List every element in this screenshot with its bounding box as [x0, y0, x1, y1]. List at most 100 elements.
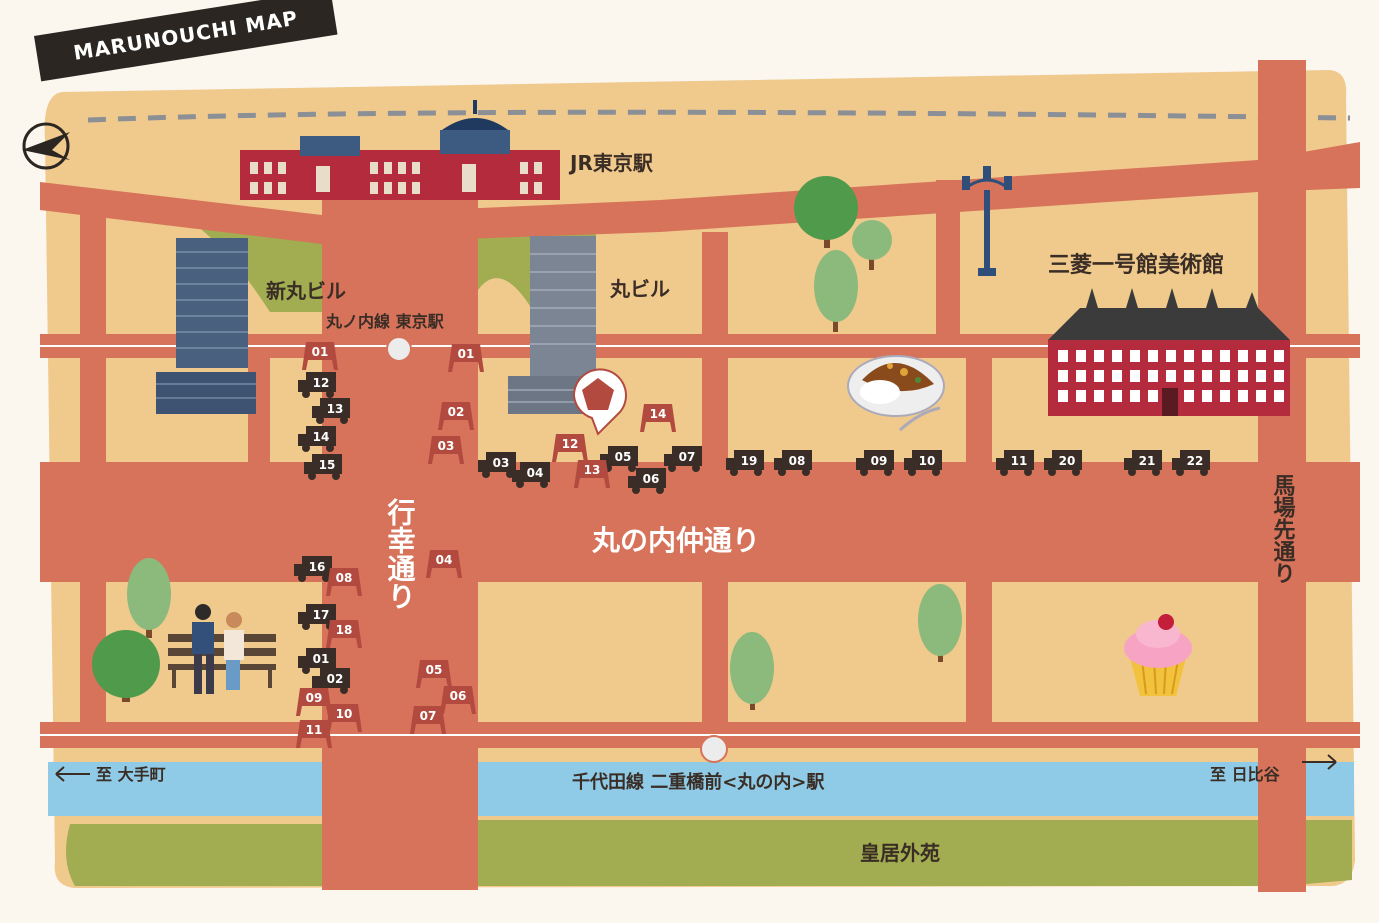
kitchen-car-sign-icon: 06: [440, 686, 476, 714]
food-truck-icon: 16: [294, 556, 332, 582]
kitchen-car-sign-icon: 18: [326, 620, 362, 648]
sign-number: 02: [448, 405, 465, 419]
truck-number: 08: [789, 454, 806, 468]
cupcake-icon: [1124, 614, 1192, 696]
kitchen-car-sign-icon: 12: [552, 434, 588, 462]
food-truck-icon: 09: [856, 450, 894, 476]
food-truck-icon: 17: [298, 604, 336, 630]
label-kokyo: 皇居外苑: [860, 841, 940, 865]
food-truck-layer: 12 13 14 15 03 04 05 06 07 19 08 09 10 11 20 21 22 16 17 01…: [294, 372, 1210, 694]
food-truck-icon: 21: [1124, 450, 1162, 476]
direction-right: 至 日比谷: [1210, 754, 1337, 784]
shop-marker-icon: [572, 368, 627, 436]
moat-river-east: [478, 762, 1258, 816]
truck-number: 02: [327, 672, 344, 686]
label-maru: 丸ビル: [609, 277, 670, 301]
truck-number: 07: [679, 450, 696, 464]
moat-river: [48, 762, 322, 816]
palace-garden-far: [1306, 820, 1352, 884]
sign-number: 01: [458, 347, 475, 361]
kitchen-car-sign-icon: 01: [448, 344, 484, 372]
food-truck-icon: 10: [904, 450, 942, 476]
street-naka-dori: 丸の内仲通り: [591, 524, 760, 557]
street-lamp-icon: [962, 166, 1012, 276]
kitchen-car-sign-icon: 04: [426, 550, 462, 578]
direction-right-label: 至 日比谷: [1210, 765, 1281, 784]
label-chiyoda-line: 千代田線 二重橋前<丸の内>駅: [572, 771, 825, 793]
sign-number: 14: [650, 407, 667, 421]
tree-icon: [92, 176, 962, 710]
truck-number: 14: [313, 430, 330, 444]
food-truck-icon: 12: [298, 372, 336, 398]
tokyo-station-icon: [240, 100, 560, 200]
road-network: [40, 60, 1360, 892]
marunouchi-station-marker: [386, 336, 412, 362]
label-shin-maru: 新丸ビル: [266, 279, 346, 303]
truck-number: 22: [1187, 454, 1204, 468]
compass-icon: [22, 122, 70, 170]
food-truck-icon: 19: [726, 450, 764, 476]
sign-number: 09: [306, 691, 323, 705]
truck-number: 17: [313, 608, 330, 622]
kitchen-car-sign-icon: 08: [326, 568, 362, 596]
museum-building-icon: [1048, 288, 1290, 416]
truck-number: 04: [527, 466, 544, 480]
food-truck-icon: 20: [1044, 450, 1082, 476]
truck-number: 21: [1139, 454, 1156, 468]
direction-left: 至 大手町: [55, 765, 166, 784]
kitchen-car-sign-icon: 11: [296, 720, 332, 748]
truck-number: 05: [615, 450, 632, 464]
kitchen-car-sign-icon: 13: [574, 460, 610, 488]
kitchen-car-sign-icon: 09: [296, 688, 332, 716]
truck-number: 10: [919, 454, 936, 468]
sign-number: 04: [436, 553, 453, 567]
food-truck-icon: 07: [664, 446, 702, 472]
sign-number: 12: [562, 437, 579, 451]
sign-number: 05: [426, 663, 443, 677]
truck-number: 06: [643, 472, 660, 486]
truck-number: 16: [309, 560, 326, 574]
rail-line: [87, 109, 1351, 123]
palace-garden: [66, 824, 322, 886]
food-truck-icon: 06: [628, 468, 666, 494]
direction-left-label: 至 大手町: [96, 765, 166, 784]
shin-maru-building-icon: [156, 238, 256, 414]
food-truck-icon: 11: [996, 450, 1034, 476]
sign-number: 08: [336, 571, 353, 585]
palace-garden-east: [478, 820, 1258, 886]
label-marunouchi-line: 丸ノ内線 東京駅: [325, 312, 445, 331]
truck-number: 20: [1059, 454, 1076, 468]
kitchen-car-sign-icon: 01: [302, 342, 338, 370]
kitchen-car-sign-icon: 03: [428, 436, 464, 464]
label-mitsubishi: 三菱一号館美術館: [1048, 252, 1224, 278]
kitchen-car-sign-icon: 05: [416, 660, 452, 688]
food-truck-icon: 14: [298, 426, 336, 452]
moat-river-far: [1306, 762, 1354, 816]
truck-number: 12: [313, 376, 330, 390]
sign-number: 01: [312, 345, 329, 359]
sign-number: 07: [420, 709, 437, 723]
truck-number: 13: [327, 402, 344, 416]
label-jr-tokyo: JR東京駅: [568, 151, 653, 175]
street-babasaki-dori: 馬場先通り: [1270, 474, 1296, 584]
curry-icon: [847, 355, 945, 432]
sign-number: 11: [306, 723, 323, 737]
kitchen-car-sign-icon: 02: [438, 402, 474, 430]
truck-number: 19: [741, 454, 758, 468]
food-truck-icon: 01: [298, 648, 336, 674]
sign-number: 13: [584, 463, 601, 477]
food-truck-icon: 22: [1172, 450, 1210, 476]
sign-number: 03: [438, 439, 455, 453]
truck-number: 03: [493, 456, 510, 470]
truck-number: 09: [871, 454, 888, 468]
street-gyoko-dori: 行幸通り: [384, 497, 417, 610]
bench-couple-icon: [168, 604, 276, 694]
kitchen-car-sign-icon: 10: [326, 704, 362, 732]
truck-number: 15: [319, 458, 336, 472]
kitchen-car-sign-icon: 07: [410, 706, 446, 734]
kitchen-car-sign-icon: 14: [640, 404, 676, 432]
chiyoda-station-marker: [700, 735, 728, 763]
sign-number: 10: [336, 707, 353, 721]
